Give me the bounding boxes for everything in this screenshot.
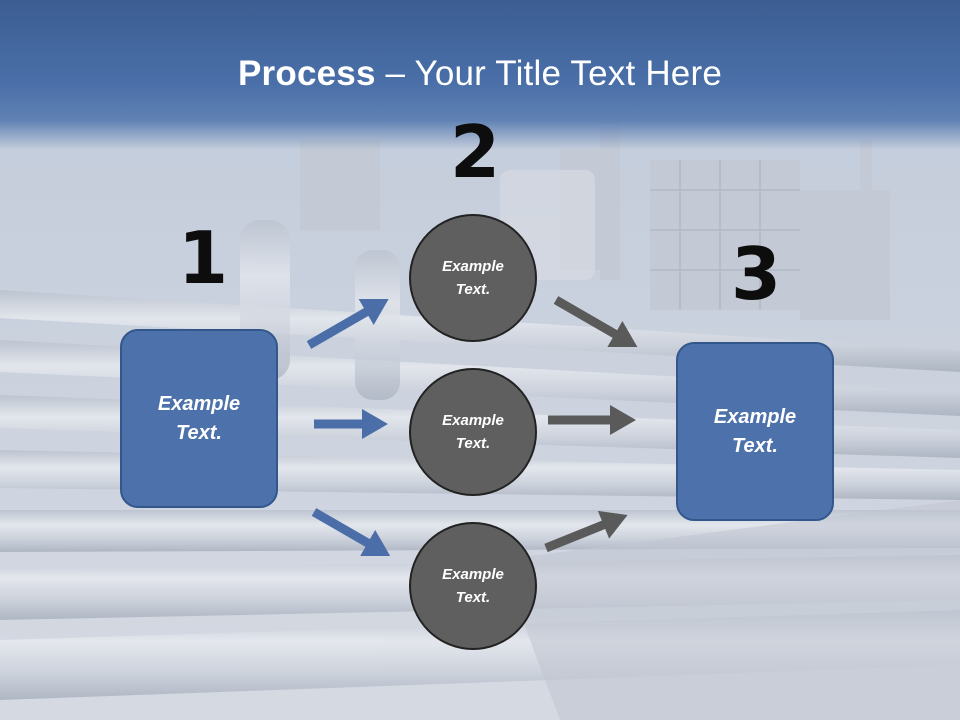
step-number-1: 1 [178,216,229,300]
title-rest: – Your Title Text Here [375,54,722,93]
left-box-text: Example Text. [157,392,241,444]
title-band [0,0,960,150]
right-box-text: Example Text. [713,405,797,457]
circle-top: Example Text. [409,214,537,342]
circle-middle: Example Text. [409,368,537,496]
circle-bottom-text: Example Text. [442,566,504,606]
circle-bottom: Example Text. [409,522,537,650]
circle-top-text: Example Text. [442,258,504,298]
circle-middle-text: Example Text. [442,412,504,452]
left-box: Example Text. [120,329,278,508]
right-box: Example Text. [676,342,834,521]
step-number-3: 3 [731,232,782,316]
slide-title: Process – Your Title Text Here [0,52,960,96]
title-bold: Process [238,54,376,93]
step-number-2: 2 [450,110,501,194]
